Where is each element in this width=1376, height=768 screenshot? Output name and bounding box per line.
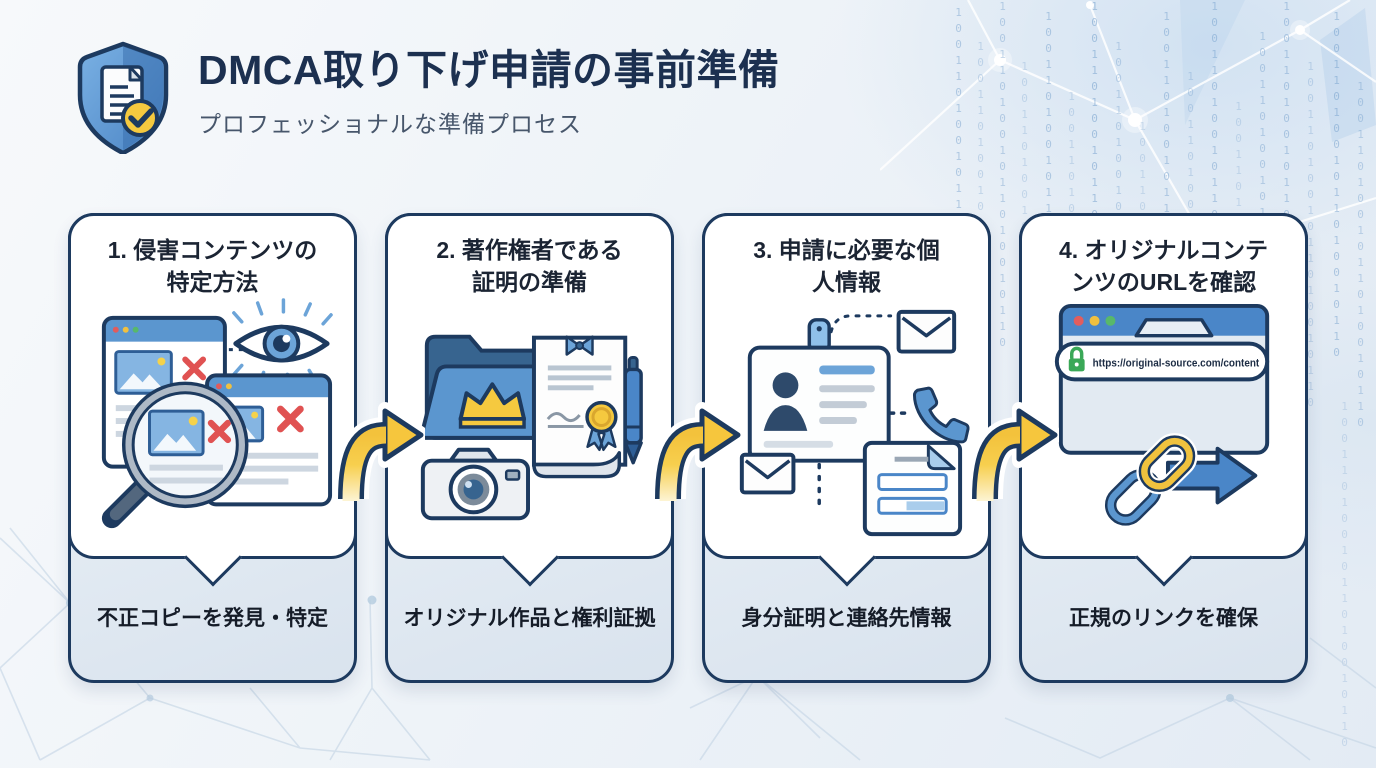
lock-icon: [1068, 346, 1085, 372]
step-caption: 正規のリンクを確保: [1069, 607, 1258, 630]
red-x-mark: [207, 419, 231, 444]
step-title: 3. 申請に必要な個 人情報: [753, 237, 940, 296]
eye-icon: [231, 298, 333, 389]
red-x-mark: [181, 356, 206, 381]
step-title: 4. オリジナルコンテ ンツのURLを確認: [1058, 237, 1269, 296]
crown-icon: [458, 382, 526, 422]
camera-icon: [420, 447, 530, 521]
url-text: https://original-source.com/content: [1092, 357, 1259, 369]
step-card-4: 4. オリジナルコンテ ンツのURLを確認: [1019, 213, 1308, 683]
url-bar: https://original-source.com/content: [1054, 341, 1269, 382]
binary-column: 1001101001011010010110: [1330, 10, 1343, 362]
binary-column: 1001101001011010010110: [1354, 80, 1367, 432]
magnifier-icon: [101, 381, 248, 529]
original-url-illustration: https://original-source.com/content: [1054, 303, 1269, 528]
forward-arrow-icon: [1165, 446, 1257, 505]
step-title: 2. 著作権者である 証明の準備: [436, 237, 623, 296]
copyright-proof-illustration: [418, 334, 643, 521]
step-card-1: 1. 侵害コンテンツの 特定方法: [68, 213, 357, 683]
page-subtitle: プロフェッショナルな準備プロセス: [198, 111, 582, 138]
phone-icon: [912, 386, 970, 444]
browser-tab: [1133, 318, 1213, 338]
step-card-2: 2. 著作権者である 証明の準備: [385, 213, 674, 683]
envelope-icon: [739, 452, 795, 495]
infringing-content-illustration: [101, 298, 333, 529]
flow-arrow-icon: [967, 402, 1059, 502]
form-document-icon: [862, 440, 962, 537]
dotted-connector: [829, 314, 892, 334]
binary-column: 1001101001011010010110: [996, 0, 1009, 352]
personal-info-illustration: [739, 309, 970, 537]
header: DMCA取り下げ申請の事前準備 プロフェッショナルな準備プロセス: [74, 40, 779, 154]
page-title: DMCA取り下げ申請の事前準備: [198, 47, 780, 93]
step-card-3: 3. 申請に必要な個 人情報: [702, 213, 991, 683]
person-silhouette: [772, 372, 798, 399]
flow-arrow-icon: [333, 402, 425, 502]
check-badge-icon: [121, 99, 159, 137]
pen-icon: [623, 356, 643, 465]
flow-arrow-icon: [650, 402, 742, 502]
step-caption: 不正コピーを発見・特定: [97, 607, 328, 630]
step-title: 1. 侵害コンテンツの 特定方法: [107, 237, 318, 296]
red-x-mark: [276, 405, 304, 433]
envelope-icon: [896, 309, 956, 354]
binary-column: 1001101001011010010110: [1338, 400, 1351, 752]
chain-link-icon: [1102, 433, 1197, 528]
medal-icon: [584, 400, 618, 452]
certificate-icon: [531, 335, 627, 479]
step-caption: オリジナル作品と権利証拠: [403, 607, 656, 630]
shield-document-check-icon: [77, 41, 169, 154]
id-badge-icon: [747, 318, 891, 463]
step-caption: 身分証明と連絡先情報: [741, 607, 952, 630]
